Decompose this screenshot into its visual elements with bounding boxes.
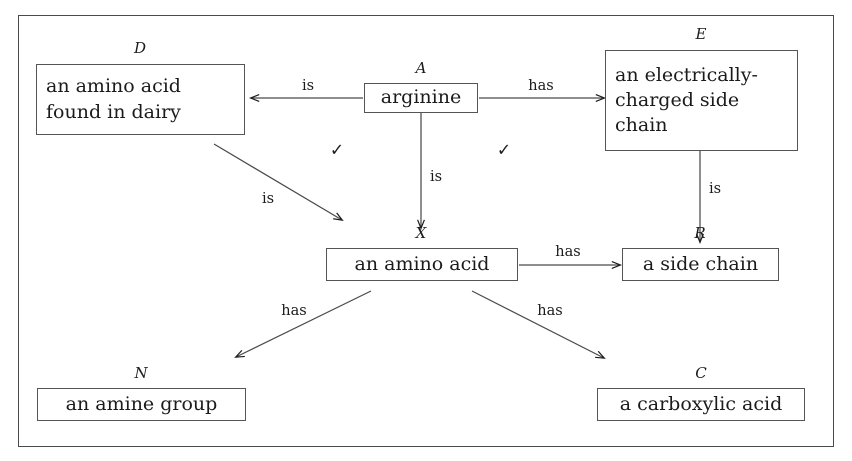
node-key-c: C <box>695 364 707 382</box>
check-icon-left: ✓ <box>329 140 345 161</box>
edge-label-a-to-d: is <box>301 78 315 94</box>
node-label-e: an electrically- charged side chain <box>615 63 758 137</box>
node-key-e: E <box>695 25 707 43</box>
node-box-r[interactable]: a side chain <box>622 248 779 281</box>
node-key-r: R <box>694 224 706 242</box>
edge-label-e-to-r: is <box>708 181 722 197</box>
edge-label-x-to-n: has <box>281 303 307 319</box>
node-box-x[interactable]: an amino acid <box>326 248 518 281</box>
node-box-a[interactable]: arginine <box>364 83 478 113</box>
edge-label-d-to-x: is <box>261 191 275 207</box>
node-label-c: a carboxylic acid <box>619 392 783 415</box>
edge-label-x-to-c: has <box>537 303 563 319</box>
node-label-x: an amino acid <box>354 252 490 275</box>
node-key-x: X <box>415 224 427 242</box>
edge-label-x-to-r: has <box>555 244 581 260</box>
node-label-a: arginine <box>380 86 462 109</box>
node-label-n: an amine group <box>65 392 218 415</box>
node-box-d[interactable]: an amino acid found in dairy <box>36 64 245 135</box>
node-key-d: D <box>133 39 147 57</box>
diagram-frame <box>18 15 834 447</box>
edge-label-a-to-e: has <box>528 78 554 94</box>
check-icon-right: ✓ <box>496 140 512 161</box>
node-key-a: A <box>415 59 427 77</box>
node-box-c[interactable]: a carboxylic acid <box>597 388 805 421</box>
node-box-n[interactable]: an amine group <box>37 388 246 421</box>
node-box-e[interactable]: an electrically- charged side chain <box>605 50 798 151</box>
node-key-n: N <box>134 364 148 382</box>
node-label-d: an amino acid found in dairy <box>46 75 181 123</box>
node-label-r: a side chain <box>642 252 759 275</box>
edge-label-a-to-x: is <box>429 169 443 185</box>
